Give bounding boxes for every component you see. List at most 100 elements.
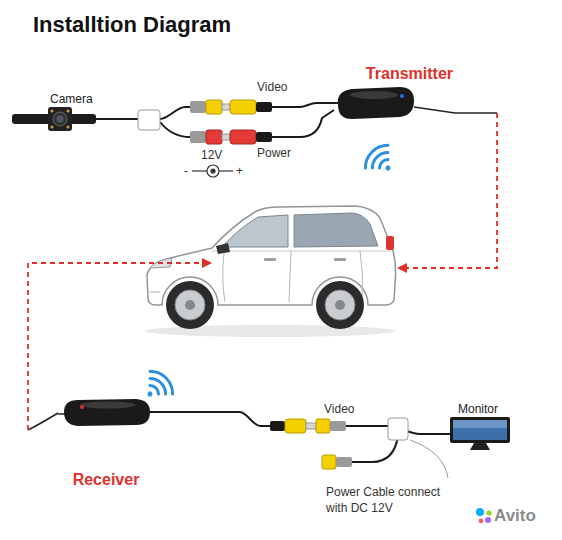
label-row: Transmitter [330, 64, 455, 83]
wifi-icon [378, 158, 388, 168]
monitor-icon [440, 417, 510, 450]
cable-label: Power [257, 146, 291, 160]
signal-path [28, 263, 203, 430]
polarity-symbol [207, 165, 219, 177]
transmitter-icon [400, 94, 404, 98]
car-illustration [294, 213, 378, 247]
transmitter-icon [350, 91, 398, 99]
polarity-symbol [192, 165, 233, 177]
signal-path [28, 413, 58, 430]
receiver-icon [80, 402, 136, 409]
car-illustration [334, 258, 346, 261]
car-illustration [325, 290, 355, 320]
rca-plug [270, 419, 346, 433]
rca-socket [336, 457, 352, 467]
wifi-icon [146, 390, 153, 397]
camera-icon [48, 107, 72, 131]
watermark-logo [485, 517, 491, 523]
car-illustration [264, 258, 276, 261]
camera-icon [96, 118, 104, 120]
rca-socket [322, 455, 336, 469]
node-label: Receiver [73, 471, 140, 488]
label-row: Receiver [58, 428, 154, 489]
voltage-label: 12V [201, 148, 222, 162]
camera-icon [51, 110, 54, 113]
camera-icon [67, 110, 70, 113]
camera-icon [67, 126, 70, 129]
receiver-icon [80, 405, 84, 409]
car-illustration [185, 300, 195, 310]
polarity-sign: - [184, 164, 188, 178]
car-illustration [145, 206, 396, 337]
car-illustration [150, 292, 160, 293]
camera-device [12, 106, 104, 132]
rca-socket [322, 455, 352, 469]
car-illustration [289, 251, 291, 302]
car-illustration [212, 251, 391, 252]
wifi-icon [150, 367, 177, 394]
wifi-icon [384, 164, 391, 171]
wifi-icon [150, 384, 160, 394]
rca-plug [222, 104, 230, 110]
receiver-device [58, 396, 154, 428]
diagram-title: Installtion Diagram [33, 12, 231, 38]
rca-plug [330, 421, 346, 431]
label-row: Monitor [440, 402, 516, 416]
camera-node: Camera [12, 92, 104, 132]
rca-plug [206, 100, 222, 114]
watermark-logo [479, 519, 484, 524]
dc-plug [256, 132, 272, 142]
monitor-icon [453, 420, 507, 428]
monitor-node: Monitor [440, 402, 516, 452]
dc-plug [222, 134, 230, 140]
leader-line [410, 440, 448, 478]
transmitter-device [330, 83, 455, 123]
rca-plug [306, 423, 316, 429]
car-illustration [216, 243, 230, 254]
rca-plug [285, 419, 306, 433]
receiver-icon [150, 411, 154, 413]
receiver-icon [58, 399, 154, 426]
node-label: Monitor [458, 402, 498, 416]
transmitter-icon [330, 87, 455, 119]
car-illustration [175, 290, 205, 320]
node-label: Camera [50, 92, 93, 106]
monitor-device [440, 416, 516, 452]
camera-icon [57, 116, 64, 123]
watermark: Avito [494, 506, 536, 526]
signal-path [28, 113, 497, 430]
camera-icon [53, 112, 67, 126]
camera-icon [51, 126, 54, 129]
transmitter-icon [338, 87, 414, 119]
car-illustration [166, 281, 214, 329]
signal-path [406, 113, 497, 268]
car-illustration [386, 236, 394, 250]
cable-splitter [388, 418, 408, 440]
monitor-icon [470, 443, 490, 450]
signal-path [202, 258, 212, 268]
receiver-node: Receiver [58, 396, 154, 489]
wifi-icon [361, 141, 388, 168]
car-illustration [335, 300, 345, 310]
car-illustration [222, 215, 288, 247]
rca-plug [270, 421, 285, 431]
power-cable [160, 110, 398, 462]
monitor-icon [453, 420, 507, 440]
dc-plug [190, 130, 272, 144]
car-illustration [316, 281, 364, 329]
polarity-sign: + [236, 164, 243, 178]
car-illustration [223, 253, 225, 302]
polarity-symbol [219, 170, 233, 171]
monitor-icon [450, 417, 510, 443]
rca-plug [190, 100, 272, 114]
monitor-icon [440, 433, 450, 435]
camera-icon [12, 107, 104, 131]
signal-path [455, 112, 497, 114]
dc-plug [206, 130, 222, 144]
signal-path [397, 263, 407, 273]
node-label: Transmitter [366, 65, 453, 82]
rca-plug [316, 419, 330, 433]
rca-plug [190, 101, 206, 113]
transmitter-node: Transmitter [330, 64, 455, 123]
